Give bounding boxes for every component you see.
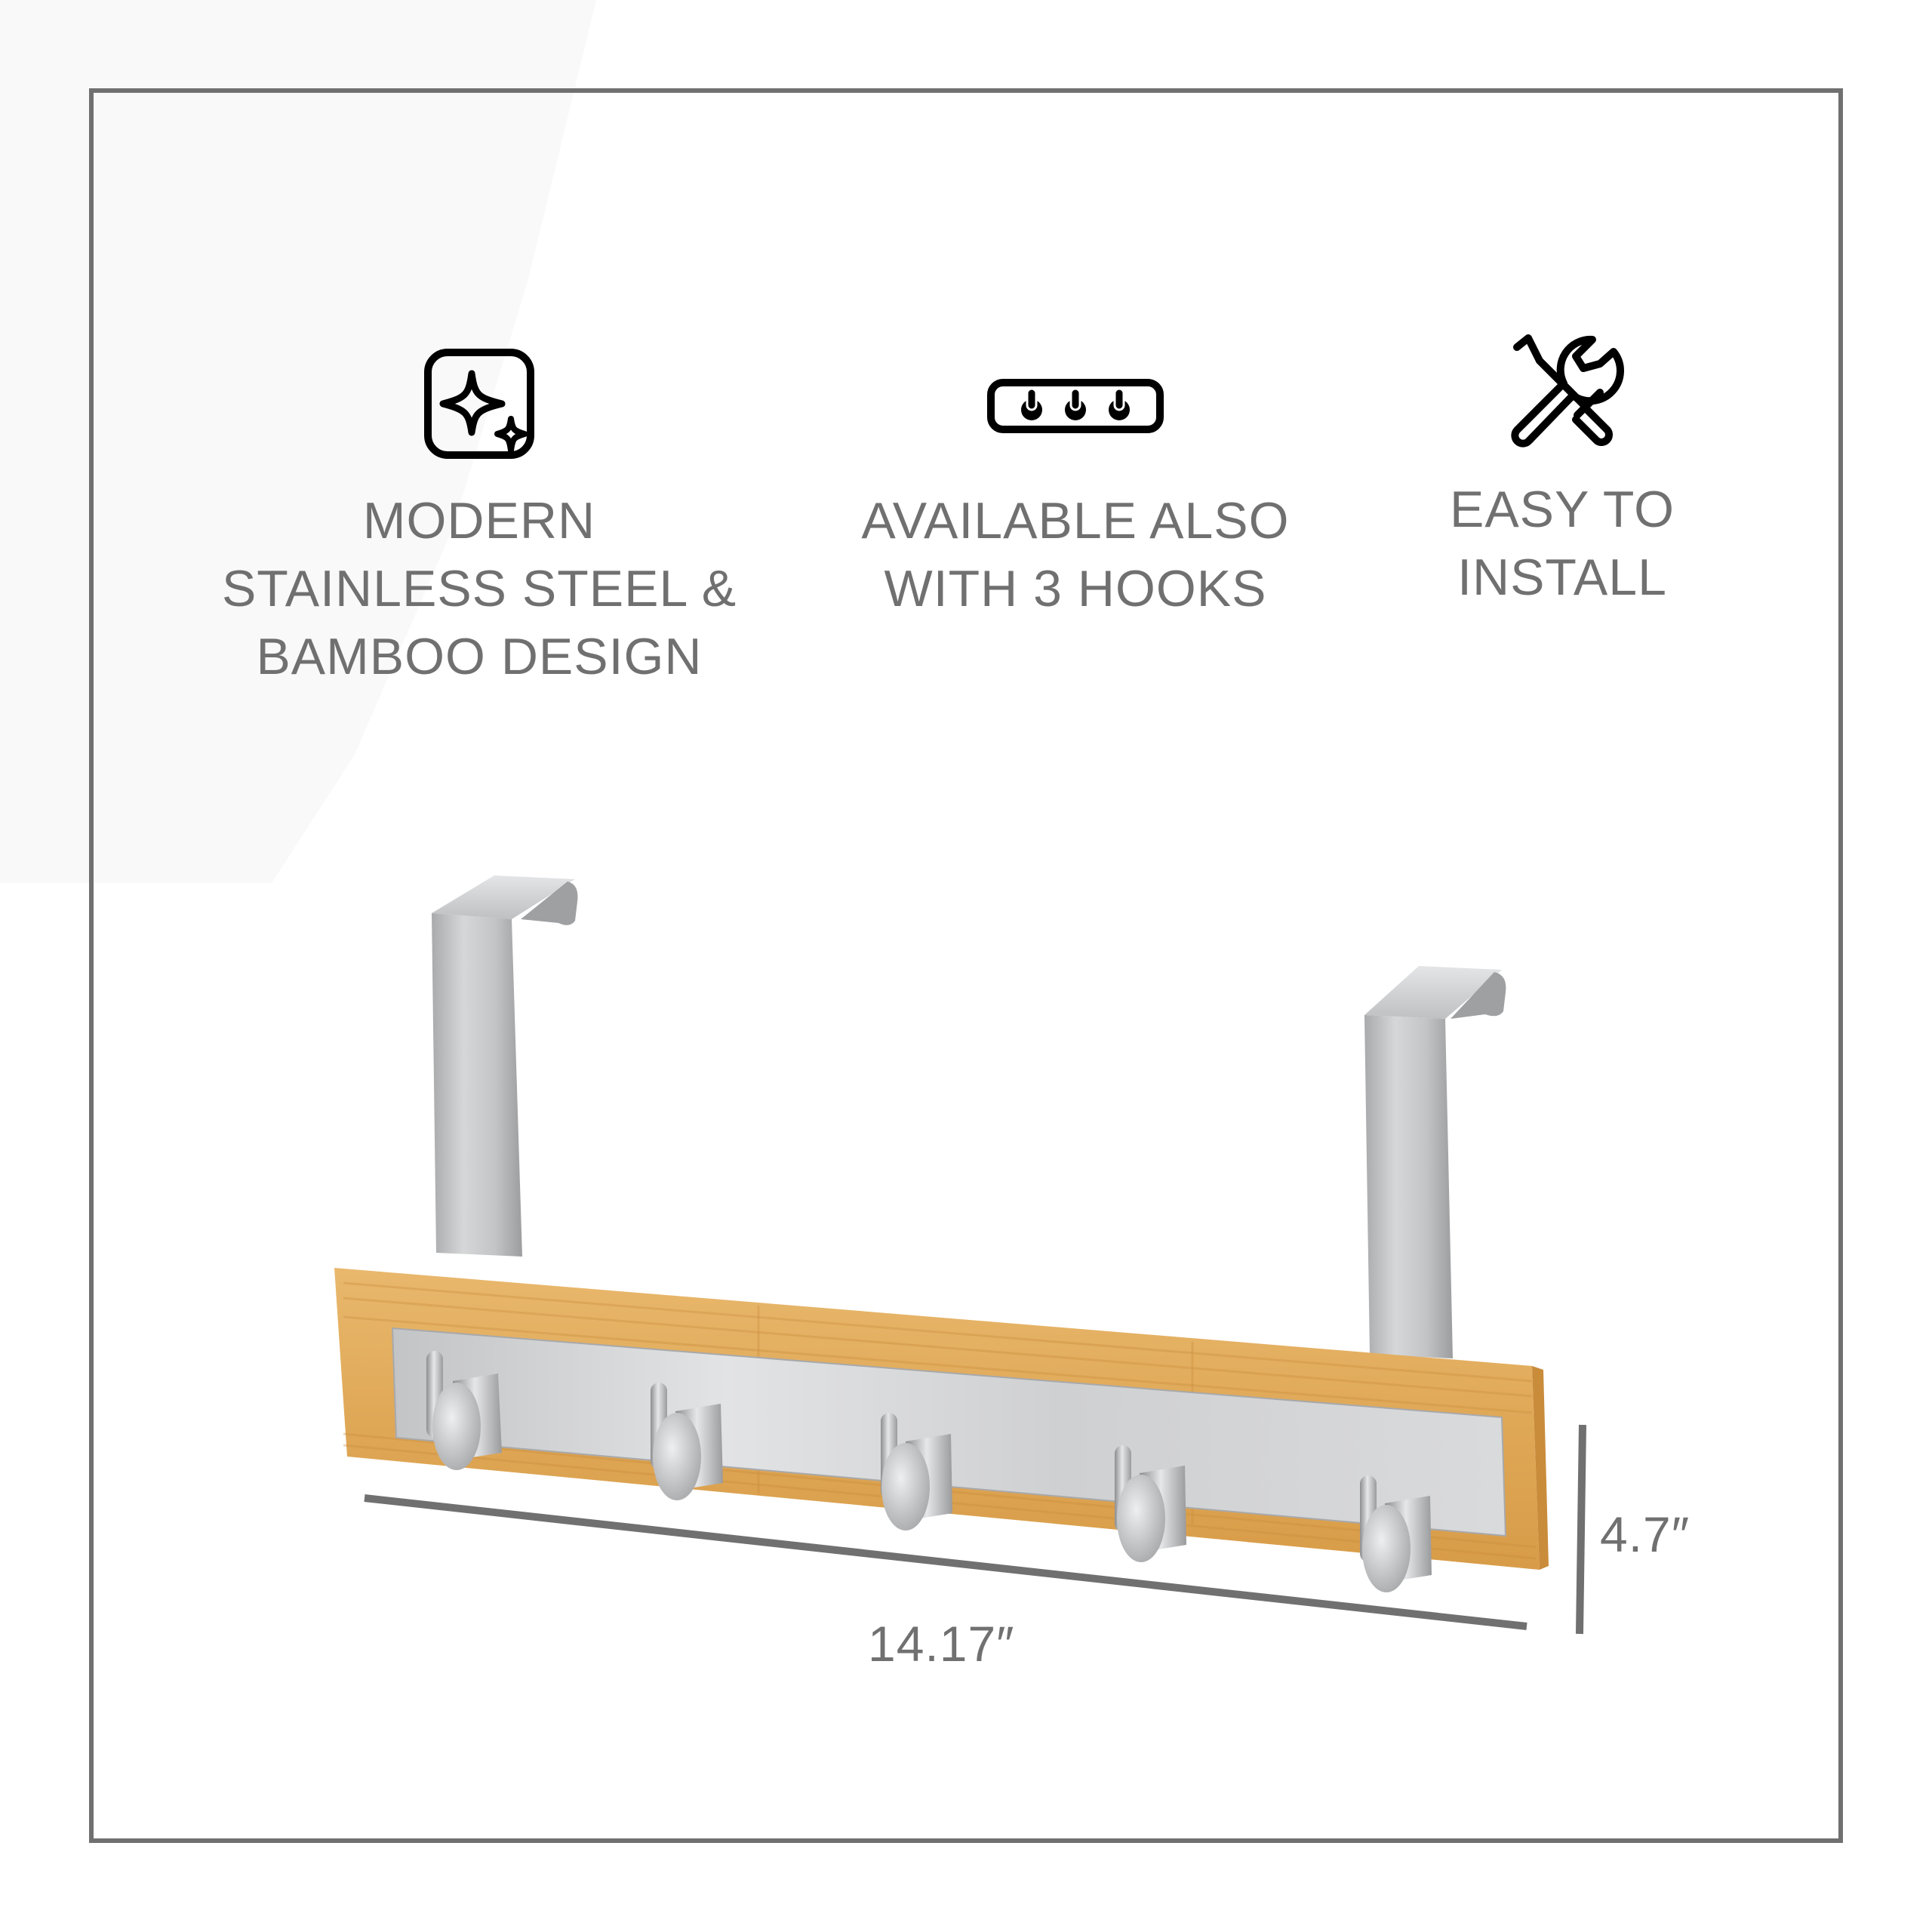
feature-text-line: EASY TO [1449,481,1675,538]
sparkle-icon [424,349,534,459]
hooks [426,1351,1432,1592]
feature-text-line: STAINLESS STEEL & [221,560,737,617]
hook-5 [1360,1475,1432,1592]
width-dimension-label: 14.17″ [868,1616,1015,1672]
door-bracket-right [1364,966,1506,1358]
feature-modern-design: MODERN STAINLESS STEEL & BAMBOO DESIGN [177,343,781,691]
steel-plate [391,1327,1507,1537]
feature-text-line: BAMBOO DESIGN [256,628,703,685]
feature-text-line: INSTALL [1457,549,1667,606]
feature-text-line: MODERN [362,492,596,549]
feature-text-line: AVAILABLE ALSO [861,492,1290,549]
door-bracket-left [432,875,578,1257]
hook-1 [426,1351,502,1470]
feature-text-line: WITH 3 HOOKS [884,560,1267,617]
hook-2 [651,1383,723,1500]
hook-rack-icon [987,379,1164,433]
feature-three-hooks: AVAILABLE ALSO WITH 3 HOOKS [774,343,1377,623]
feature-easy-install: EASY TO INSTALL [1260,317,1864,611]
hook-4 [1115,1445,1186,1562]
border-frame [89,88,1843,1843]
hook-3 [881,1413,952,1531]
height-dimension-line [1576,1424,1586,1635]
tools-icon [1511,334,1624,448]
width-dimension-line [364,1494,1527,1630]
height-dimension-label: 4.7″ [1600,1506,1690,1562]
